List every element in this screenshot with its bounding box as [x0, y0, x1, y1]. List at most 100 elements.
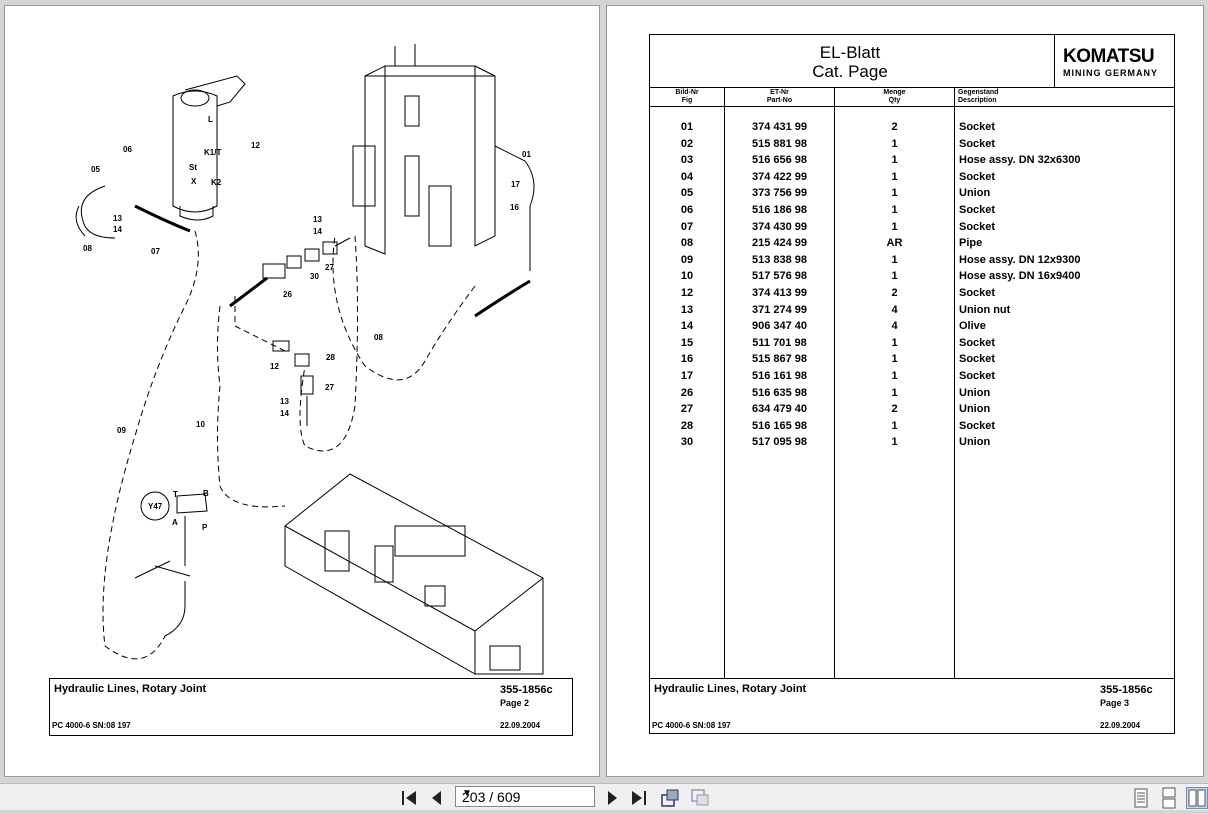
cell-description: Union: [959, 403, 991, 416]
komatsu-logo: KOMATSU: [1063, 46, 1155, 67]
cell-description: Union: [959, 187, 991, 200]
single-page-view-button[interactable]: [1130, 787, 1152, 809]
cell-description: Socket: [959, 137, 996, 150]
callout-label: 16: [510, 203, 519, 212]
last-page-button[interactable]: [628, 787, 650, 809]
rotate-alt-button[interactable]: [689, 787, 711, 809]
first-page-icon: [402, 791, 416, 805]
cell-part-no: 634 479 40: [751, 403, 808, 416]
cell-part-no: 515 881 98: [751, 137, 808, 150]
page-number-select[interactable]: 203 / 609 ▼: [455, 786, 595, 807]
callout-label: 13: [280, 397, 289, 406]
cell-description: Socket: [959, 419, 996, 432]
cell-qty: 2: [891, 121, 898, 133]
cell-qty: 4: [891, 303, 898, 316]
cell-description: Socket: [959, 220, 996, 233]
single-page-view-icon: [1134, 788, 1148, 808]
prev-page-icon: [432, 791, 441, 805]
callout-label: 12: [251, 141, 260, 150]
cell-part-no: 374 431 99: [751, 121, 808, 133]
page-number-display: 203 / 609: [462, 789, 521, 805]
cell-qty: 1: [891, 370, 898, 382]
cell-description: Pipe: [959, 237, 983, 250]
cell-fig: 09: [680, 253, 694, 266]
callout-label: 07: [151, 247, 160, 256]
cell-part-no: 371 274 99: [751, 303, 808, 316]
document-number: 355-1856c: [1100, 684, 1153, 696]
continuous-view-button[interactable]: [1158, 787, 1180, 809]
next-page-button[interactable]: [601, 787, 623, 809]
cell-fig: 15: [680, 336, 694, 349]
cell-qty: 1: [891, 154, 898, 167]
prev-page-button[interactable]: [426, 787, 448, 809]
cell-fig: 08: [680, 237, 694, 250]
callout-label: B: [203, 489, 209, 498]
logo-subtitle: MINING GERMANY: [1063, 68, 1158, 78]
callout-label: 14: [280, 409, 289, 418]
cell-description: Socket: [959, 121, 996, 133]
first-page-button[interactable]: [398, 787, 420, 809]
right-page: EL-Blatt Cat. Page KOMATSU MINING GERMAN…: [606, 5, 1204, 777]
cell-part-no: 906 347 40: [751, 320, 808, 333]
cell-qty: 1: [891, 253, 898, 266]
cell-description: Hose assy. DN 16x9400: [959, 270, 1081, 283]
cell-qty: 1: [891, 353, 898, 366]
callout-label: 17: [511, 180, 520, 189]
cell-fig: 03: [680, 154, 694, 167]
callout-label: 14: [113, 225, 122, 234]
sheet-title-line2: Cat. Page: [812, 62, 888, 81]
callout-label: 13: [313, 215, 322, 224]
callout-label: 10: [196, 420, 205, 429]
facing-view-button[interactable]: [1186, 787, 1208, 809]
cell-qty: 1: [891, 386, 898, 399]
cell-part-no: 513 838 98: [751, 253, 808, 266]
callout-label: 06: [123, 145, 132, 154]
callout-label: 08: [83, 244, 92, 253]
callout-label: 14: [313, 227, 322, 236]
callout-label: 12: [270, 362, 279, 371]
document-date: 22.09.2004: [500, 721, 541, 730]
pipe-08-line: [234, 235, 358, 452]
rotate-button[interactable]: [659, 787, 681, 809]
cell-fig: 07: [680, 220, 694, 233]
callout-label: St: [189, 163, 197, 172]
cell-description: Socket: [959, 370, 996, 382]
cell-qty: 1: [891, 336, 898, 349]
callout-label: 26: [283, 290, 292, 299]
drawing-title: Hydraulic Lines, Rotary Joint: [54, 683, 207, 695]
chevron-down-icon: ▼: [462, 788, 472, 799]
cell-qty: 4: [891, 320, 898, 333]
callout-label: A: [172, 518, 178, 527]
cell-description: Socket: [959, 353, 996, 366]
cell-part-no: 516 186 98: [751, 204, 808, 216]
continuous-view-icon: [1162, 787, 1176, 809]
cell-qty: 1: [891, 419, 898, 432]
cell-fig: 16: [680, 353, 694, 366]
callout-label: L: [208, 115, 213, 124]
logo-box: KOMATSU MINING GERMANY: [1054, 35, 1175, 87]
drawing-title: Hydraulic Lines, Rotary Joint: [654, 683, 807, 695]
column-divider: [954, 88, 955, 678]
callout-label: 01: [522, 150, 531, 159]
cell-description: Union: [959, 436, 991, 449]
